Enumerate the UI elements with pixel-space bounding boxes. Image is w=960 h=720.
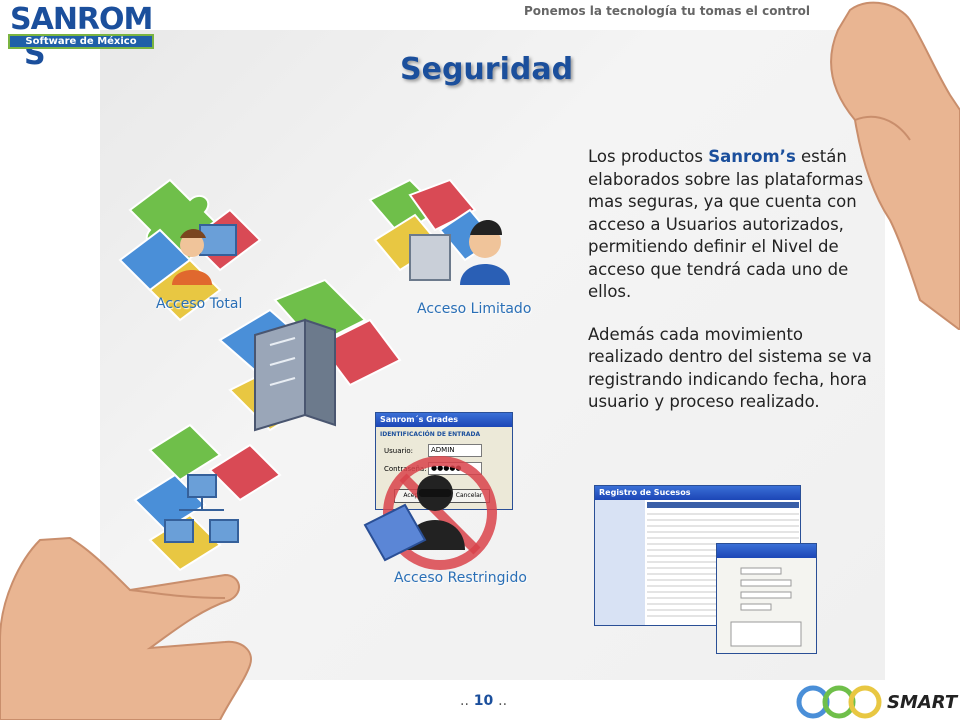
smart-logo: SMART xyxy=(795,680,960,720)
label-acceso-restringido: Acceso Restringido xyxy=(394,570,527,586)
event-detail-titlebar xyxy=(717,544,816,558)
event-detail-window xyxy=(716,543,817,654)
server-icon xyxy=(254,318,336,432)
user-label: Usuario: xyxy=(384,447,413,455)
smart-wordmark: SMART xyxy=(887,692,958,713)
paragraph-logging: Además cada movimiento realizado dentro … xyxy=(588,324,872,412)
page-dots-right: .. xyxy=(498,693,508,709)
puzzle-limitado xyxy=(368,178,497,272)
slide-title: Seguridad xyxy=(400,52,574,87)
slide-body: Los productos Sanrom’s están elaborados … xyxy=(588,146,878,414)
restricted-hacker-icon xyxy=(363,456,497,570)
logo-subtitle: Software de México xyxy=(8,34,154,49)
user-input[interactable]: ADMIN xyxy=(428,444,482,457)
access-puzzle-diagram xyxy=(118,178,510,572)
sanroms-logo: SANROM´S Software de México xyxy=(4,0,156,72)
para1-intro: Los productos xyxy=(588,147,709,166)
logo-wordmark: SANROM´S xyxy=(10,2,153,72)
tagline: Ponemos la tecnología tu tomas el contro… xyxy=(524,4,810,18)
event-log-title: Registro de Sucesos xyxy=(595,486,800,500)
hand-bottom-left-image xyxy=(0,536,252,720)
hand-top-right-image xyxy=(830,1,960,330)
brand-name: Sanrom’s xyxy=(708,147,796,166)
page-number-value: 10 xyxy=(473,693,494,709)
page-number: .. 10 .. xyxy=(460,693,507,709)
paragraph-products: Los productos Sanrom’s están elaborados … xyxy=(588,146,878,304)
page-dots-left: .. xyxy=(460,693,469,709)
event-detail-form xyxy=(730,567,802,647)
user-computer-icon xyxy=(172,224,237,285)
network-computers-icon xyxy=(164,474,239,543)
para1-rest: están elaborados sobre las plataformas m… xyxy=(588,147,864,301)
smart-logo-circles xyxy=(796,685,882,719)
label-acceso-total: Acceso Total xyxy=(156,296,243,312)
login-section-title: IDENTIFICACIÓN DE ENTRADA xyxy=(380,431,481,438)
login-dialog-title: Sanrom´s Grades xyxy=(376,413,512,427)
label-acceso-limitado: Acceso Limitado xyxy=(417,301,532,317)
event-log-sidebar xyxy=(595,500,645,625)
user-server-icon xyxy=(409,220,510,285)
